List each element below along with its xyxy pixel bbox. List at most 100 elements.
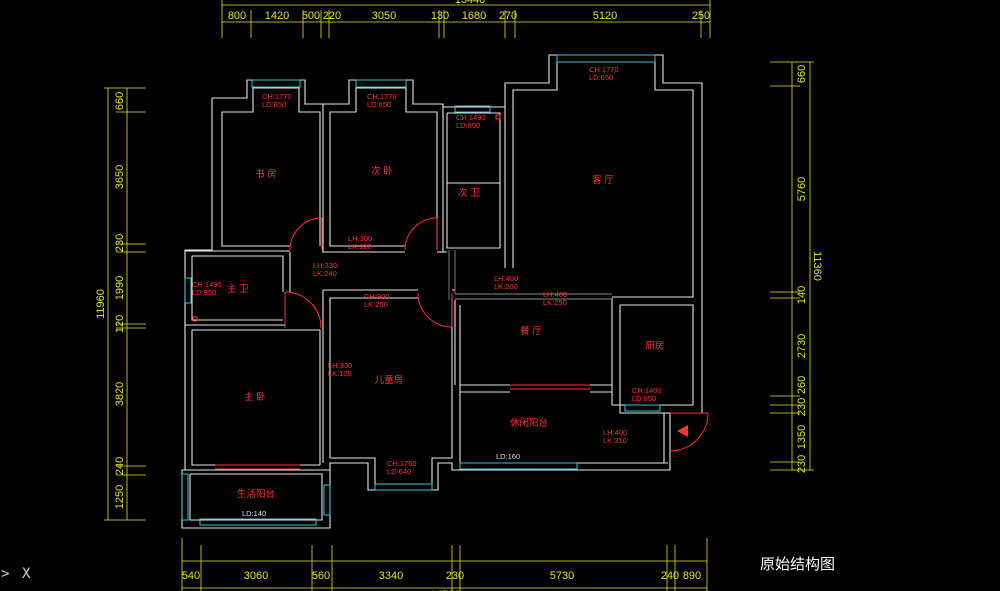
bottom-dimension-segment: 560 bbox=[312, 570, 330, 582]
living-room-opening-annotation: LH:400 bbox=[494, 274, 518, 283]
left-dimension-segment: 120 bbox=[114, 315, 126, 333]
living-room-window bbox=[556, 54, 656, 63]
walls bbox=[181, 54, 703, 529]
living-room-opening-annotation: LK:200 bbox=[494, 282, 518, 291]
kids-room-bay-window-annotation: LD:640 bbox=[387, 467, 411, 476]
second-bedroom-window-annotation: LD:650 bbox=[367, 100, 391, 109]
top-dimension-segment: 800 bbox=[228, 10, 246, 22]
top-dimension-segment: 3050 bbox=[372, 10, 396, 22]
room-label-kitchen: 厨房 bbox=[645, 340, 664, 352]
kids-room-walls bbox=[322, 289, 455, 485]
room-label-study: 书 房 bbox=[255, 168, 277, 180]
kitchen-window-annotation: CH:1400 bbox=[632, 386, 662, 395]
master-bathroom-window-annotation: CH:1490 bbox=[192, 280, 222, 289]
master-bathroom-walls bbox=[191, 252, 291, 321]
room-label-second-bedroom: 次 卧 bbox=[371, 165, 393, 177]
second-bathroom-window-annotation: LD:950 bbox=[456, 121, 480, 130]
master-bedroom-walls bbox=[185, 324, 330, 471]
study-door-annotation: LK:240 bbox=[313, 269, 337, 278]
right-dimension-total: 11360 bbox=[811, 251, 823, 281]
top-dimension-segment: 500 bbox=[302, 10, 320, 22]
room-label-living-room: 客 厅 bbox=[592, 174, 614, 186]
drawing-title: 原始结构图 bbox=[760, 556, 835, 573]
kids-room-door bbox=[417, 292, 453, 328]
utility-balcony-side-window bbox=[323, 484, 331, 516]
master-bedroom-sliding-door bbox=[215, 464, 300, 470]
leisure-balcony-window-annotation: LD:160 bbox=[496, 452, 520, 461]
right-dimension-segment: 5760 bbox=[796, 177, 808, 201]
second-bedroom-door bbox=[404, 217, 438, 251]
left-dimension-segment: 1250 bbox=[114, 485, 126, 509]
bottom-dimension-total: 14590 bbox=[430, 589, 461, 591]
kids-room-door-annotation: LK:250 bbox=[364, 300, 388, 309]
right-dimension-segment: 230 bbox=[796, 398, 808, 416]
room-labels: 书 房 次 卧 次 卫 客 厅 主 卫 餐 厅 厨房 主 卧 儿童房 休闲阳台 … bbox=[227, 165, 664, 500]
top-dimension-lines bbox=[221, 0, 711, 38]
left-dimension-segment: 660 bbox=[114, 92, 126, 110]
bottom-dimension-segment: 5730 bbox=[550, 570, 574, 582]
dimension-lines bbox=[104, 0, 814, 591]
room-label-kids-room: 儿童房 bbox=[375, 374, 404, 386]
kitchen-window bbox=[624, 404, 661, 412]
bottom-dimension-segment: 3340 bbox=[379, 570, 403, 582]
study-window bbox=[251, 79, 301, 88]
top-dimensions: 13440 800 1420 500 220 3050 130 1680 270… bbox=[228, 0, 710, 22]
second-bedroom-window bbox=[355, 79, 407, 88]
left-dimension-segment: 3820 bbox=[114, 382, 126, 406]
right-dimension-lines bbox=[770, 61, 814, 471]
bottom-dimension-segment: 540 bbox=[182, 570, 200, 582]
beam-lines bbox=[448, 250, 612, 300]
top-dimension-segment: 1420 bbox=[265, 10, 289, 22]
left-dimension-total: 11960 bbox=[95, 289, 107, 319]
top-dimension-segment: 220 bbox=[323, 10, 341, 22]
kids-room-bay-window bbox=[374, 483, 433, 491]
bottom-dimensions: 540 3060 560 3340 230 5730 240 890 14590 bbox=[182, 570, 701, 591]
kids-room-door-annotation: CH:900 bbox=[364, 292, 389, 301]
top-dimension-segment: 5120 bbox=[593, 10, 617, 22]
study-walls bbox=[185, 87, 321, 252]
left-dimension-segment: 3650 bbox=[114, 165, 126, 189]
leisure-balcony-opening-annotation: LH:400 bbox=[603, 428, 627, 437]
leisure-balcony-window bbox=[459, 462, 578, 470]
second-bedroom-window-annotation: CH:1770 bbox=[367, 92, 397, 101]
bottom-dimension-lines bbox=[181, 538, 708, 591]
command-prompt[interactable]: > bbox=[1, 566, 9, 582]
second-bathroom-window-annotation: CH:1490 bbox=[456, 113, 486, 122]
marker-square bbox=[192, 316, 198, 322]
study-door bbox=[289, 217, 323, 251]
windows bbox=[181, 54, 661, 526]
living-room-window-annotation: LD:650 bbox=[589, 73, 613, 82]
bottom-dimension-segment: 230 bbox=[446, 570, 464, 582]
left-dimension-lines bbox=[104, 87, 146, 521]
right-dimension-segment: 660 bbox=[796, 65, 808, 83]
ucs-axis-icon: X bbox=[22, 566, 31, 582]
dining-opening-annotation: LK:250 bbox=[543, 298, 567, 307]
right-dimension-segment: 260 bbox=[796, 376, 808, 394]
left-dimensions: 11960 660 3650 230 1990 120 3820 240 125… bbox=[95, 92, 126, 509]
room-label-master-bedroom: 主 卧 bbox=[244, 391, 266, 403]
bottom-dimension-segment: 240 bbox=[661, 570, 679, 582]
entrance-arrow-icon bbox=[677, 425, 688, 437]
dining-walls bbox=[454, 300, 612, 393]
master-bathroom-window bbox=[184, 277, 192, 304]
top-dimension-segment: 270 bbox=[499, 10, 517, 22]
room-label-leisure-balcony: 休闲阳台 bbox=[510, 417, 548, 429]
kids-room-side-annotation: LH:330 bbox=[328, 361, 352, 370]
entrance-door bbox=[669, 412, 709, 452]
kitchen-walls bbox=[611, 298, 694, 414]
kitchen-window-annotation: LD:950 bbox=[632, 394, 656, 403]
kids-room-side-annotation: LK:100 bbox=[328, 369, 352, 378]
left-dimension-segment: 230 bbox=[114, 234, 126, 252]
opening-annotations: CH:1770 LD:650 CH:1770 LD:650 CH:1490 LD… bbox=[192, 65, 662, 518]
dining-opening-annotation: LH:400 bbox=[543, 290, 567, 299]
second-bathroom-window bbox=[454, 105, 491, 113]
outer-wall bbox=[181, 54, 703, 529]
bottom-dimension-segment: 3060 bbox=[244, 570, 268, 582]
left-dimension-segment: 1990 bbox=[114, 276, 126, 300]
master-bathroom-window-annotation: LD:950 bbox=[192, 288, 216, 297]
leisure-balcony-sliding-door bbox=[510, 384, 590, 390]
study-door-annotation: LH:330 bbox=[313, 261, 337, 270]
utility-balcony-window bbox=[199, 518, 317, 526]
right-dimension-segment: 2730 bbox=[796, 334, 808, 358]
